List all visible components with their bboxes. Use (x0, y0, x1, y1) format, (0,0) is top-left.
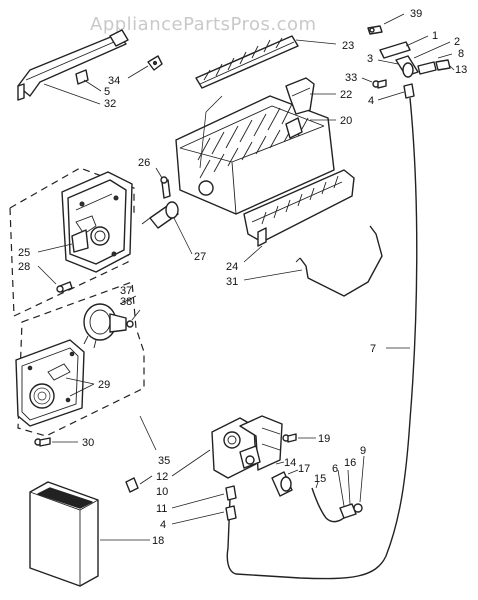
label-35: 35 (158, 455, 170, 467)
label-37: 37 (120, 285, 132, 297)
label-30: 30 (82, 437, 94, 449)
screw-30-part[interactable] (34, 437, 51, 447)
drive-motor-part[interactable] (83, 303, 134, 349)
label-11: 11 (156, 503, 167, 515)
label-13: 13 (455, 64, 467, 76)
label-23: 23 (342, 40, 354, 52)
fitting-39-part[interactable] (367, 25, 383, 35)
fitting-11-part[interactable] (225, 485, 237, 501)
label-5: 5 (104, 86, 110, 98)
label-16: 16 (344, 457, 356, 469)
insulation-pad-part[interactable] (29, 481, 99, 587)
label-18: 18 (152, 535, 164, 547)
watermark: AppliancePartsPros.com (90, 14, 317, 35)
nut-lower-part[interactable] (225, 505, 237, 521)
water-tube-part[interactable] (226, 97, 418, 580)
label-12: 12 (156, 471, 168, 483)
module-lower-outline (17, 281, 145, 437)
label-7: 7 (370, 343, 376, 355)
label-20: 20 (340, 115, 352, 127)
fill-tube-part[interactable] (17, 29, 129, 101)
thermostat-part[interactable] (141, 201, 179, 229)
screw-33-part[interactable] (372, 79, 387, 89)
bracket-part[interactable] (285, 77, 315, 115)
clip-part[interactable] (147, 55, 163, 71)
inlet-fitting-17-part[interactable] (271, 471, 293, 497)
label-8: 8 (458, 48, 464, 60)
label-38: 38 (120, 296, 132, 308)
shutoff-arm-part[interactable] (295, 225, 383, 297)
tube-connector-part[interactable] (379, 41, 451, 78)
inlet-tube-15-part[interactable] (311, 487, 347, 523)
ice-tray-part[interactable] (243, 169, 355, 247)
part-labels: 39 1 2 23 3 8 13 34 33 5 22 4 32 20 26 2… (18, 8, 467, 547)
nut-upper-part[interactable] (403, 83, 415, 99)
label-10: 10 (156, 486, 168, 498)
label-28: 28 (18, 261, 30, 273)
fitting-12-part[interactable] (125, 477, 139, 493)
label-2: 2 (454, 36, 460, 48)
label-1: 1 (432, 30, 438, 42)
label-34: 34 (108, 75, 120, 87)
label-39: 39 (410, 8, 422, 20)
ejector-strip-part[interactable] (195, 35, 299, 89)
control-housing-part[interactable] (61, 171, 133, 273)
label-15: 15 (314, 473, 326, 485)
ice-maker-mold-part[interactable] (175, 95, 335, 215)
label-33: 33 (345, 72, 357, 84)
label-19: 19 (318, 433, 330, 445)
label-3: 3 (367, 53, 373, 65)
label-32: 32 (104, 98, 116, 110)
label-17: 17 (298, 463, 310, 475)
label-6: 6 (332, 463, 338, 475)
label-31: 31 (226, 276, 238, 288)
label-4-upper: 4 (368, 95, 374, 107)
screw-28-part[interactable] (56, 281, 73, 293)
label-14: 14 (284, 457, 296, 469)
label-26: 26 (138, 157, 150, 169)
inlet-fitting-16-part[interactable] (339, 503, 363, 519)
screw-19-part[interactable] (282, 433, 297, 443)
water-valve-part[interactable] (211, 415, 283, 479)
gear-plate-part[interactable] (15, 339, 85, 427)
label-4-lower: 4 (160, 519, 166, 531)
label-24: 24 (226, 261, 238, 273)
screw-26-part[interactable] (160, 176, 171, 199)
label-29: 29 (98, 379, 110, 391)
label-9: 9 (360, 445, 366, 457)
label-25: 25 (18, 247, 30, 259)
label-27: 27 (194, 251, 206, 263)
label-22: 22 (340, 89, 352, 101)
